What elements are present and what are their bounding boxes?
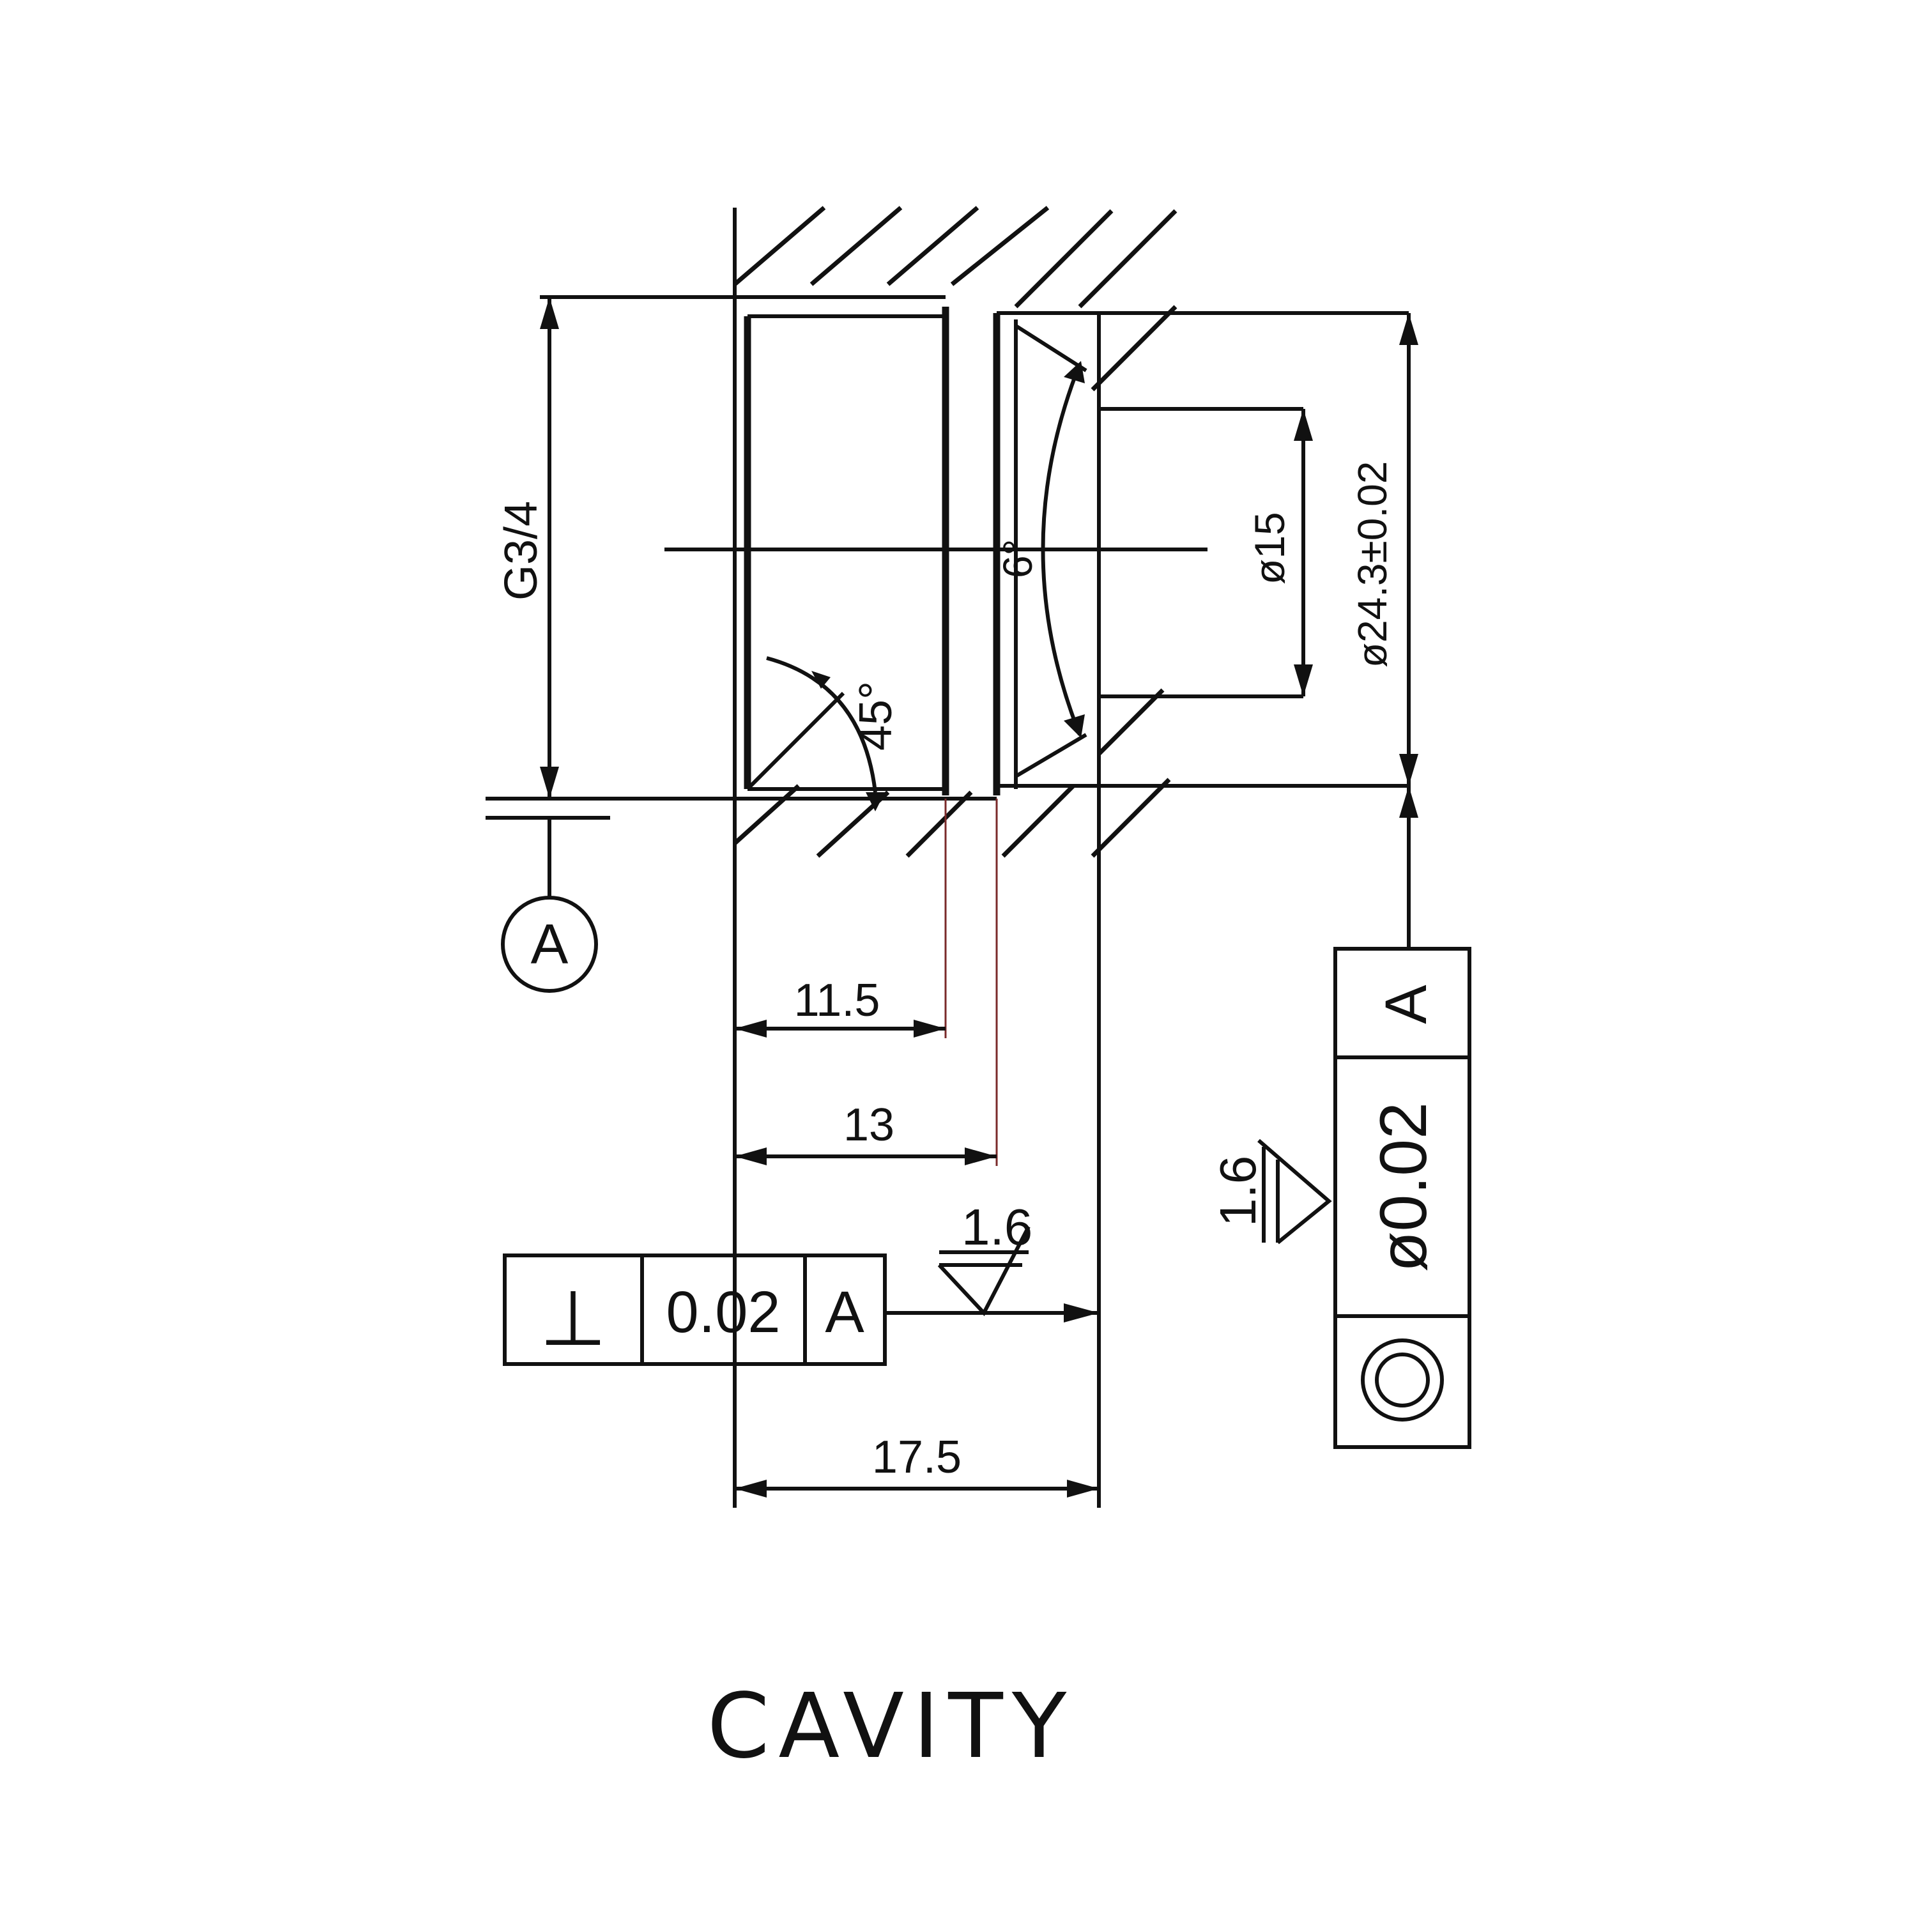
length-13-text: 13 [843,1100,894,1151]
concentricity-frame: A ø0.02 [1333,946,1471,1449]
thread-size-text: G3/4 [496,501,547,601]
surface-finish-bore-value: 1.6 [1209,1156,1266,1227]
length-dimension-11-5: 11.5 [735,799,947,1038]
length-dimension-13: 13 [735,799,998,1166]
chamfer-angle-text: 45° [850,681,901,751]
drawing-title: CAVITY [707,1675,1076,1779]
datum-a-symbol: A [486,816,610,993]
perpendicularity-frame: ⊥ 0.02 A [503,1254,1099,1366]
housing-hatch-bottom [733,688,1171,858]
bore-diameter-dimension: ø15 [1246,409,1313,696]
surface-finish-bore: 1.6 [1209,1138,1332,1245]
length-dimension-17-5: 17.5 [735,1432,1099,1498]
length-11-5-text: 11.5 [794,975,880,1026]
chamfer-angle-dimension: 45° [746,656,901,811]
cone-angle-text: 6° [995,539,1041,578]
surface-finish-face-value: 1.6 [962,1199,1032,1255]
concentricity-tolerance: ø0.02 [1367,1102,1441,1272]
outer-diameter-dimension: ø24.3±0.02 [1349,313,1418,946]
perpendicularity-symbol: ⊥ [540,1276,607,1361]
perpendicularity-datum: A [825,1280,864,1345]
outer-diameter-text: ø24.3±0.02 [1349,461,1395,668]
concentricity-datum: A [1374,985,1439,1024]
surface-finish-face: 1.6 [937,1199,1032,1317]
bore-diameter-text: ø15 [1246,512,1293,585]
cone-angle-dimension: 6° [995,361,1085,738]
length-17-5-text: 17.5 [872,1432,962,1483]
perpendicularity-tolerance: 0.02 [666,1280,780,1345]
cavity-outline [664,208,1409,1508]
thread-dimension: G3/4 [486,295,735,801]
housing-hatch-top [733,206,1177,392]
datum-a-label: A [531,912,569,976]
